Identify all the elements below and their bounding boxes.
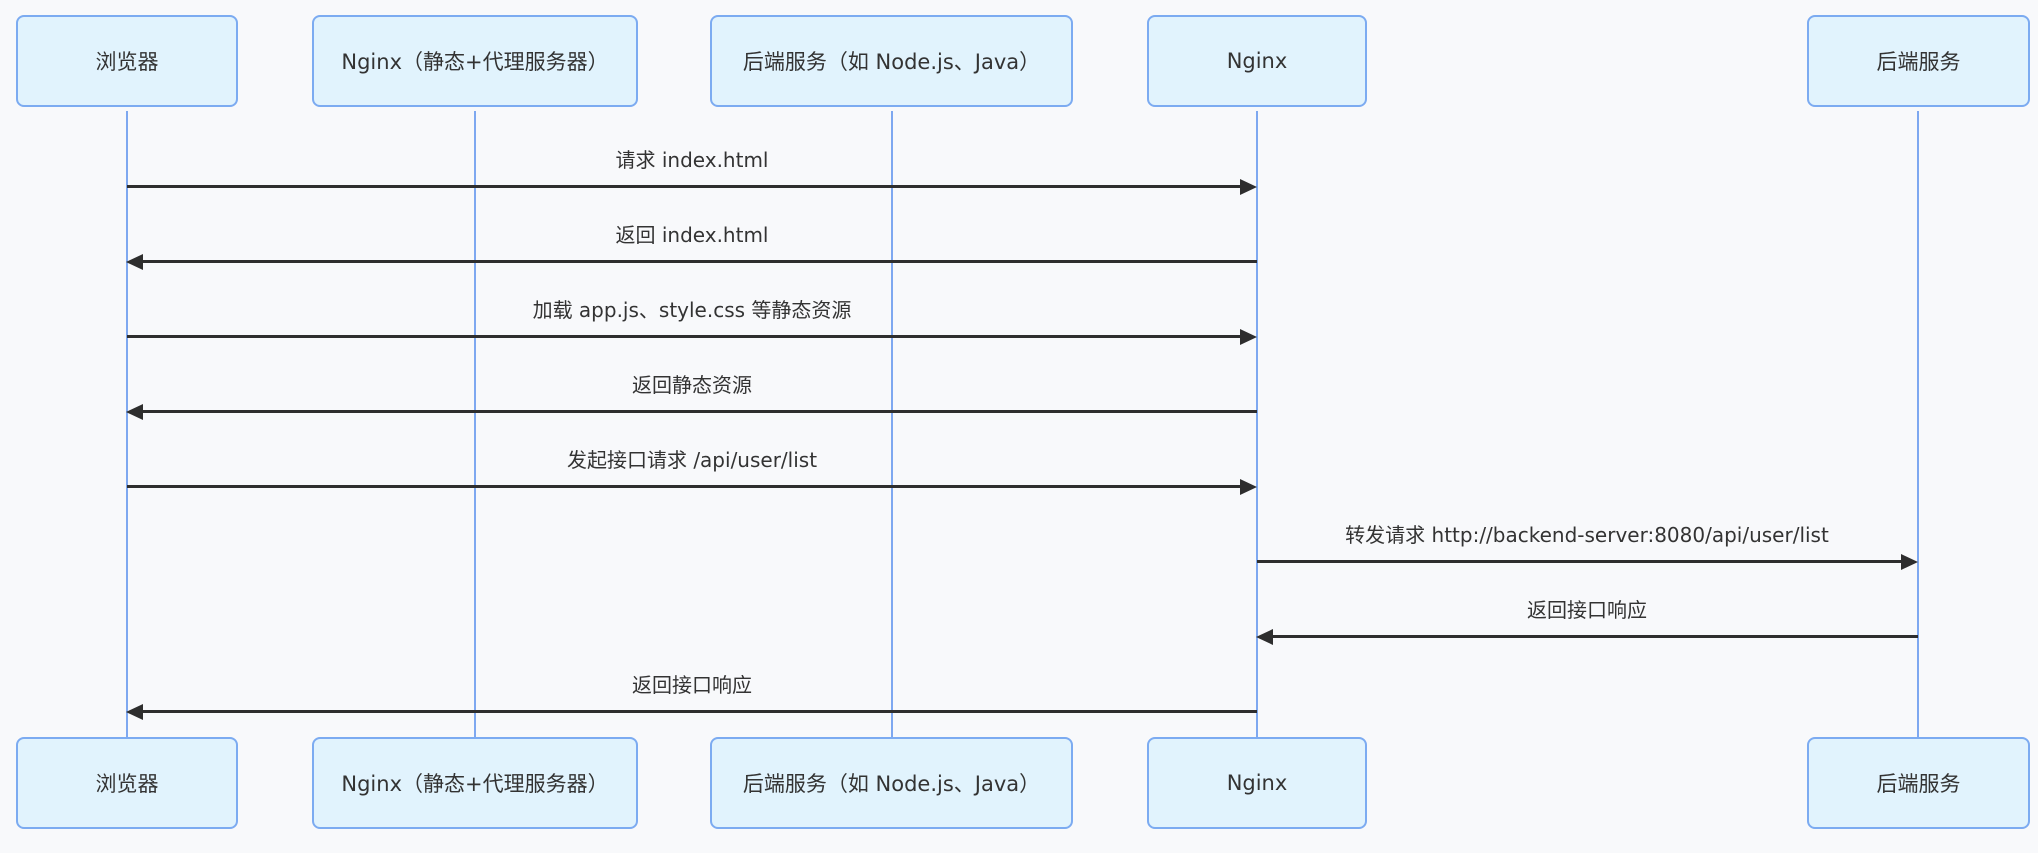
message-5-line <box>127 485 1242 488</box>
message-7-arrowhead-icon <box>1256 629 1273 645</box>
message-3-line <box>127 335 1242 338</box>
participant-label: 后端服务 <box>1876 50 1961 74</box>
lifeline-backend <box>1917 111 1919 737</box>
lifeline-nginx <box>1256 111 1258 737</box>
participant-label: Nginx（静态+代理服务器） <box>341 50 609 74</box>
message-8-arrowhead-icon <box>126 704 143 720</box>
message-1-arrowhead-icon <box>1240 179 1257 195</box>
participant-bottom-nginx-static-proxy: Nginx（静态+代理服务器） <box>312 737 638 829</box>
participant-label: Nginx <box>1226 771 1288 795</box>
message-2-line <box>143 260 1257 263</box>
message-3-arrowhead-icon <box>1240 329 1257 345</box>
participant-label: Nginx <box>1226 49 1288 73</box>
message-6-label: 转发请求 http://backend-server:8080/api/user… <box>1345 523 1829 547</box>
lifeline-nginx-static-proxy <box>474 111 476 737</box>
message-1-line <box>127 185 1242 188</box>
participant-label: 浏览器 <box>95 772 159 796</box>
participant-bottom-backend: 后端服务 <box>1807 737 2030 829</box>
message-6-arrowhead-icon <box>1901 554 1918 570</box>
message-3-label: 加载 app.js、style.css 等静态资源 <box>532 298 852 322</box>
message-8-label: 返回接口响应 <box>632 673 752 697</box>
participant-label: 后端服务 <box>1876 772 1961 796</box>
message-2-label: 返回 index.html <box>615 223 769 247</box>
message-4-arrowhead-icon <box>126 404 143 420</box>
message-7-line <box>1273 635 1918 638</box>
participant-label: 浏览器 <box>95 50 159 74</box>
lifeline-browser <box>126 111 128 737</box>
participant-label: 后端服务（如 Node.js、Java） <box>742 50 1041 74</box>
participant-top-backend-node-java: 后端服务（如 Node.js、Java） <box>710 15 1073 107</box>
lifeline-backend-node-java <box>891 111 893 737</box>
message-4-line <box>143 410 1257 413</box>
message-8-line <box>143 710 1257 713</box>
message-4-label: 返回静态资源 <box>632 373 752 397</box>
message-6-line <box>1257 560 1902 563</box>
message-2-arrowhead-icon <box>126 254 143 270</box>
message-1-label: 请求 index.html <box>615 148 769 172</box>
participant-bottom-nginx: Nginx <box>1147 737 1367 829</box>
message-5-label: 发起接口请求 /api/user/list <box>566 448 818 472</box>
participant-bottom-backend-node-java: 后端服务（如 Node.js、Java） <box>710 737 1073 829</box>
message-5-arrowhead-icon <box>1240 479 1257 495</box>
participant-top-nginx-static-proxy: Nginx（静态+代理服务器） <box>312 15 638 107</box>
participant-top-browser: 浏览器 <box>16 15 238 107</box>
participant-label: Nginx（静态+代理服务器） <box>341 772 609 796</box>
participant-bottom-browser: 浏览器 <box>16 737 238 829</box>
participant-label: 后端服务（如 Node.js、Java） <box>742 772 1041 796</box>
participant-top-backend: 后端服务 <box>1807 15 2030 107</box>
participant-top-nginx: Nginx <box>1147 15 1367 107</box>
message-7-label: 返回接口响应 <box>1527 598 1647 622</box>
